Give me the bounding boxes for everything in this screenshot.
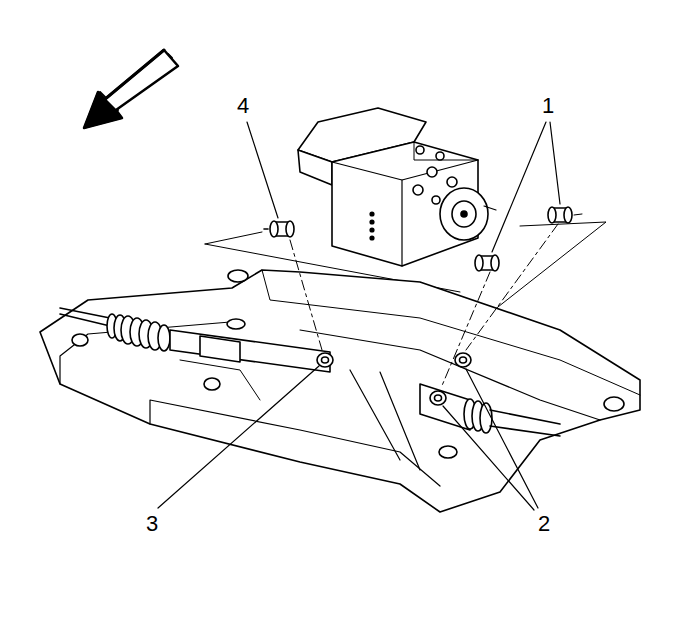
callout-number: 4 [235, 94, 251, 118]
callout-number: 3 [144, 512, 160, 536]
callout-number: 1 [540, 94, 556, 118]
callout-number: 2 [536, 512, 552, 536]
